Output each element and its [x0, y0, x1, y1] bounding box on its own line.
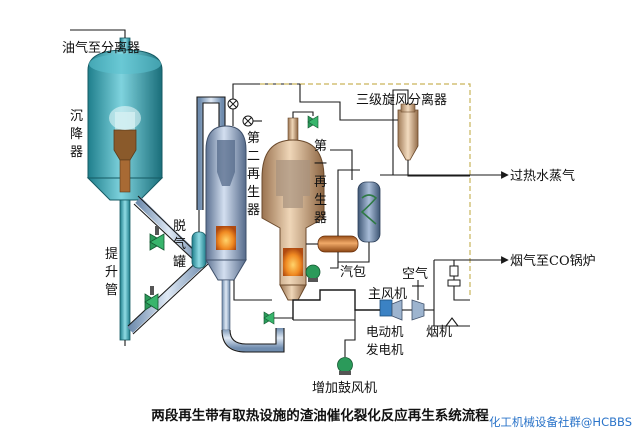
label-generator: 发电机	[366, 342, 404, 357]
label-steam-drum: 汽包	[340, 265, 366, 280]
first-regenerator	[261, 117, 325, 301]
label-riser-3: 管	[105, 283, 118, 298]
lift-line	[221, 328, 285, 353]
label-tertiary-cyclone: 三级旋风分离器	[356, 92, 447, 108]
valve-first-regen-top[interactable]	[307, 115, 319, 129]
label-settler-2: 降	[70, 127, 83, 142]
regenerated-catalyst-line	[127, 255, 209, 335]
label-degassing-3: 罐	[173, 255, 186, 270]
diagram-caption: 两段再生带有取热设施的渣油催化裂化反应再生系统流程	[151, 407, 489, 424]
label-riser-1: 提	[105, 246, 118, 262]
label-flue-gas-to-co-boiler: 烟气至CO锅炉	[510, 253, 596, 269]
booster-blower[interactable]	[337, 357, 353, 376]
label-regen2-1: 第	[247, 131, 260, 146]
main-blower-unit	[379, 299, 412, 321]
riser-pipe	[119, 199, 131, 346]
label-settler-3: 器	[70, 145, 83, 160]
label-regen1-2: 一	[314, 157, 327, 172]
label-regen1-1: 第	[314, 139, 327, 154]
label-degassing-2: 气	[173, 236, 186, 252]
flue-gas-dashed-line	[260, 83, 471, 296]
label-regen2-3: 再	[247, 167, 260, 182]
label-regen1-3: 再	[314, 175, 327, 190]
label-flue-gas-turbine: 烟机	[426, 325, 452, 340]
pump-icon[interactable]	[305, 264, 321, 282]
heat-exchanger	[357, 181, 381, 243]
degassing-tank	[191, 210, 207, 269]
valve-top-1[interactable]	[227, 98, 239, 110]
label-main-blower: 主风机	[368, 287, 407, 302]
label-air: 空气	[402, 266, 428, 282]
label-regen2-5: 器	[247, 203, 260, 218]
slide-valve-lower[interactable]	[144, 286, 159, 311]
second-regenerator	[196, 96, 247, 331]
label-regen2-2: 二	[247, 149, 260, 164]
label-riser-2: 升	[105, 265, 118, 280]
valve-top-2[interactable]	[242, 115, 254, 127]
steam-drum	[306, 235, 359, 253]
label-oil-gas-to-separator: 油气至分离器	[62, 40, 140, 56]
label-settler-1: 沉	[70, 109, 83, 124]
spent-catalyst-line	[133, 195, 203, 265]
label-booster-blower: 增加鼓风机	[312, 381, 377, 396]
tertiary-cyclone	[397, 103, 419, 161]
label-superheated-steam: 过热水蒸气	[510, 168, 575, 184]
flue-gas-turbine	[411, 299, 434, 321]
slide-valve-upper[interactable]	[149, 226, 165, 251]
valve-first-regen-bottom[interactable]	[263, 311, 275, 325]
label-regen2-4: 生	[247, 185, 260, 200]
label-regen1-5: 器	[314, 211, 327, 226]
label-motor: 电动机	[366, 324, 404, 339]
settler-vessel	[86, 37, 164, 201]
label-regen1-4: 生	[314, 193, 327, 208]
label-degassing-1: 脱	[173, 219, 186, 234]
watermark: 化工机械设备社群@HCBBS	[489, 415, 632, 429]
